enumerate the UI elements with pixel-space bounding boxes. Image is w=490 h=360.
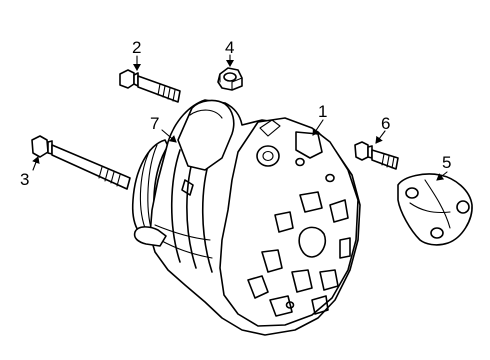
alternator bbox=[131, 99, 361, 336]
callout-6: 6 bbox=[381, 114, 390, 133]
callout-1: 1 bbox=[318, 102, 327, 121]
bracket-5 bbox=[397, 173, 473, 246]
leader-lines bbox=[32, 54, 448, 181]
callout-3: 3 bbox=[20, 170, 29, 189]
bolt-3 bbox=[31, 135, 131, 190]
callout-2: 2 bbox=[132, 38, 141, 57]
callout-7: 7 bbox=[150, 114, 159, 133]
mounting-ear bbox=[177, 99, 235, 171]
bolt-6 bbox=[354, 141, 399, 170]
nut-4 bbox=[217, 67, 243, 91]
callout-4: 4 bbox=[225, 38, 234, 57]
bolt-2 bbox=[119, 69, 181, 103]
callout-5: 5 bbox=[442, 153, 451, 172]
